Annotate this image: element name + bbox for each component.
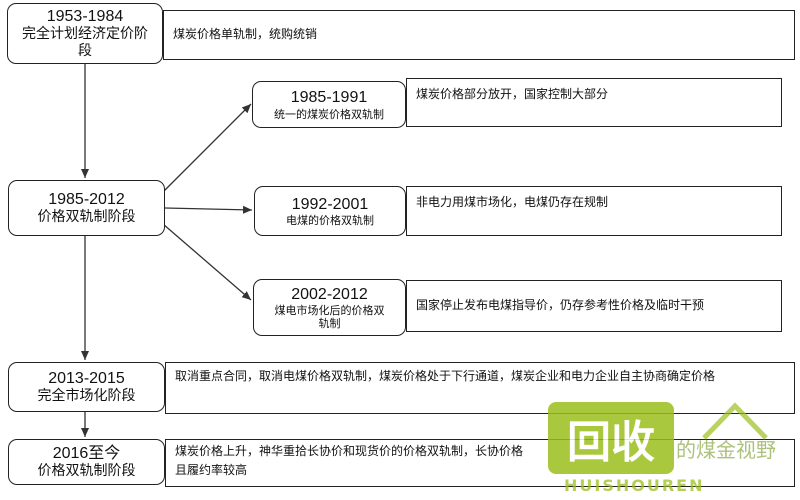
substage-desc: 国家停止发布电煤指导价，仍存参考性价格及临时干预 [416,298,705,313]
stage-years: 1985-2012 [48,191,125,208]
stage-box-1953-1984: 1953-1984 完全计划经济定价阶段 [7,3,163,64]
substage-name: 统一的煤炭价格双轨制 [274,107,384,121]
arrow-stage2-to-sub1 [162,103,252,193]
stage-desc-line2: 且履约率较高 [175,463,248,478]
stage-box-2013-2015: 2013-2015 完全市场化阶段 [8,362,165,412]
stage-years: 2016至今 [52,445,121,462]
substage-box-2002-2012: 2002-2012 煤电市场化后的价格双轨制 [253,279,406,336]
substage-desc: 非电力用煤市场化，电煤仍存在规制 [416,195,609,209]
stage-name: 价格双轨制阶段 [37,463,136,480]
substage-desc-box: 煤炭价格部分放开，国家控制大部分 [406,78,782,127]
stage-years: 2013-2015 [48,370,125,387]
stage-name: 完全市场化阶段 [37,388,136,405]
stage-box-1985-2012: 1985-2012 价格双轨制阶段 [8,180,165,236]
watermark-caption: HUISHOUREN [564,476,705,495]
substage-desc: 煤炭价格部分放开，国家控制大部分 [416,87,609,101]
stage-desc: 取消重点合同，取消电煤价格双轨制，煤炭价格处于下行通道，煤炭企业和电力企业自主协… [175,369,716,383]
stage-box-2016-now: 2016至今 价格双轨制阶段 [8,439,165,485]
stage-name: 价格双轨制阶段 [37,209,136,226]
substage-box-1985-1991: 1985-1991 统一的煤炭价格双轨制 [252,81,406,128]
substage-years: 2002-2012 [291,285,368,303]
watermark-logo-text: 回收 [567,417,655,468]
watermark-logo: 回收 [548,402,674,474]
stage-desc: 煤炭价格上升，神华重拾长协价和现货价的价格双轨制，长协价格 [175,444,524,458]
substage-years: 1985-1991 [290,89,368,107]
watermark-side-text: 的煤金视野 [676,438,776,462]
arrow-stage2-to-sub2 [164,205,253,214]
substage-desc-box: 非电力用煤市场化，电煤仍存在规制 [406,186,782,236]
stage-desc-box: 取消重点合同，取消电煤价格双轨制，煤炭价格处于下行通道，煤炭企业和电力企业自主协… [165,362,795,414]
stage-name: 完全计划经济定价阶段 [22,26,148,60]
watermark-triangle-icon [702,402,768,440]
stage-desc-box: 煤炭价格单轨制，统购统销 [163,10,795,60]
arrow-stage2-to-sub3 [162,223,252,301]
substage-desc-box: 国家停止发布电煤指导价，仍存参考性价格及临时干预 [406,280,782,332]
stage-years: 1953-1984 [46,8,124,26]
substage-years: 1992-2001 [291,195,369,213]
substage-name: 电煤的价格双轨制 [286,214,374,227]
substage-name: 煤电市场化后的价格双轨制 [274,303,385,331]
stage-desc: 煤炭价格单轨制，统购统销 [173,27,318,42]
stage-desc-box: 煤炭价格上升，神华重拾长协价和现货价的价格双轨制，长协价格 且履约率较高 [165,439,795,487]
substage-box-1992-2001: 1992-2001 电煤的价格双轨制 [254,186,406,236]
